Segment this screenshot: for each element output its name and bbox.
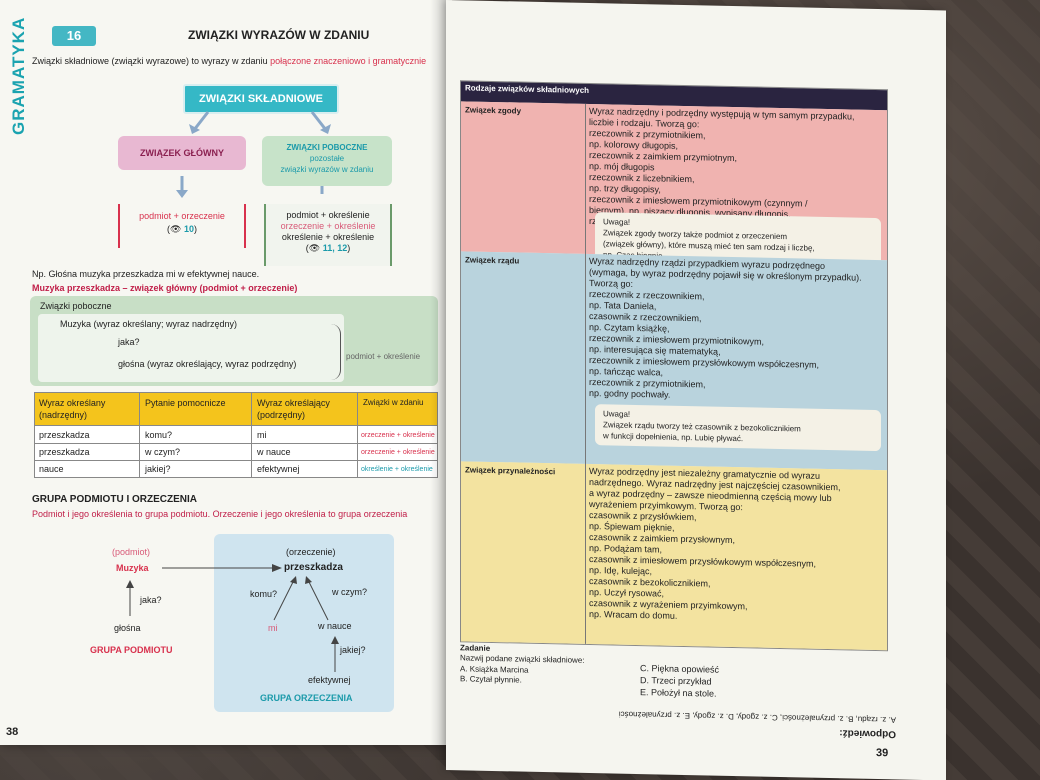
table-header-cell: Wyraz określający (podrzędny) [257,398,330,420]
group-title: GRUPA PODMIOTU I ORZECZENIA [32,494,197,505]
predicate-tag: (orzeczenie) [286,547,336,557]
question-2: komu? [250,589,278,599]
question-4: jakiej? [340,645,366,655]
side-links-inner: Muzyka (wyraz określany; wyraz nadrzędny… [38,314,344,382]
answers-text: A. z. rządu, B. z. przynależności, C. z.… [618,709,896,725]
main-formula-ref: (👁 10) [167,224,197,234]
side-links-box: ZWIĄZKI POBOCZNE pozostałe związki wyraz… [262,136,392,186]
word-4: efektywnej [308,675,351,685]
table-header-cell: Pytanie pomocnicze [145,398,226,408]
main-ref-number: 10 [183,224,194,234]
syntactic-links-box: ZWIĄZKI SKŁADNIOWE [183,84,339,114]
side-ref-number: 11, 12 [322,243,348,253]
section-content: Wyraz nadrzędny rządzi przypadkiem wyraz… [589,256,862,405]
table-cell: w czym? [145,447,181,457]
bracket [330,324,341,380]
section-agreement: Związek zgody Wyraz nadrzędny i podrzędn… [461,101,887,271]
table-cell: orzeczenie + określenie [361,449,435,456]
example-sentence: Np. Głośna muzyka przeszkadza mi w efekt… [32,269,260,279]
subject-predicate-arrow [162,564,282,572]
example-main-link: Muzyka przeszkadza – związek główny (pod… [32,283,298,293]
group-text: Podmiot i jego określenia to grupa podmi… [32,509,408,519]
intro-text: Związki składniowe (związki wyrazowe) to… [32,56,268,66]
side-links-line2: jaka? [118,337,140,347]
question-1: jaka? [140,595,162,605]
link-types-table: Rodzaje związków składniowych Związek zg… [460,80,888,652]
table-header [35,393,437,425]
section-label: Związek zgody [465,105,522,116]
intro-line: Związki składniowe (związki wyrazowe) to… [32,55,426,67]
predicate-group-panel [214,534,394,712]
side-formula-2: orzeczenie + określenie [280,221,376,231]
section-content: Wyraz podrzędny jest niezależny gramatyc… [589,466,841,625]
side-label: GRAMATYKA [8,16,30,142]
subject-question-arrow [126,580,134,616]
word-3: w nauce [318,621,352,631]
main-link-formula: podmiot + orzeczenie (👁 10) [118,204,246,248]
side-label-text: GRAMATYKA [9,16,28,135]
table-cell: mi [257,430,267,440]
side-links-formula: podmiot + określenie orzeczenie + określ… [264,204,392,266]
table-cell: w nauce [257,447,291,457]
section-label: Związek rządu [465,255,520,266]
intro-highlight: połączone znaczeniowo i gramatycznie [270,56,427,66]
table-cell: orzeczenie + określenie [361,432,435,439]
table-cell: efektywnej [257,464,300,474]
table-cell: jakiej? [145,464,171,474]
side-links-line1: Muzyka (wyraz określany; wyraz nadrzędny… [60,319,238,329]
bracket-label: podmiot + określenie [346,352,421,361]
section-government: Związek rządu Wyraz nadrzędny rządzi prz… [461,251,887,471]
table-header-cell: Wyraz określany (nadrzędny) [39,398,106,420]
side-links-sub2: związki wyrazów w zdaniu [280,165,374,174]
side-formula-1: podmiot + określenie [286,210,370,220]
eye-icon: 👁 [308,243,321,253]
table-header-cell: Związki w zdaniu [363,398,424,407]
word-1: głośna [114,623,141,633]
predicate-word: przeszkadza [284,562,343,573]
left-page-number: 38 [6,726,19,738]
section-adjunction: Związek przynależności Wyraz podrzędny j… [461,461,887,651]
table-cell: przeszkadza [39,447,90,457]
section-label: Związek przynależności [465,465,556,477]
side-formula-3: określenie + określenie [281,232,375,242]
right-page-number: 39 [876,747,889,760]
subject-group-label: GRUPA PODMIOTU [90,645,173,655]
eye-icon: 👁 [170,224,182,234]
note-box: Uwaga!Związek rządu tworzy też czasownik… [595,404,881,452]
table-cell: nauce [39,464,64,474]
side-links-title: ZWIĄZKI POBOCZNE [286,143,368,152]
side-links-panel: Związki poboczne Muzyka (wyraz określany… [30,296,438,386]
answers-block-upside-down: Odpowiedź: A. z. rządu, B. z. przynależn… [556,696,896,740]
section-number-badge: 16 [52,26,96,46]
subject-tag: (podmiot) [112,547,151,557]
table-cell: komu? [145,430,173,440]
page-title: ZWIĄZKI WYRAZÓW W ZDANIU [188,28,370,42]
main-link-box: ZWIĄZEK GŁÓWNY [118,136,246,170]
diagram-arrows-top [189,111,331,134]
right-page: Rodzaje związków składniowych Związek zg… [446,0,946,780]
answers-label: Odpowiedź: [839,727,896,740]
question-3: w czym? [332,587,368,597]
main-formula-text: podmiot + orzeczenie [139,211,225,221]
task-item: B. Czytał płynnie. [460,674,522,685]
subject-word: Muzyka [116,563,149,573]
table-cell: przeszkadza [39,430,90,440]
predicate-group-label: GRUPA ORZECZENIA [260,693,353,703]
side-links-sub1: pozostałe [309,154,345,163]
table-cell: określenie + określenie [361,466,433,473]
links-table: Wyraz określany (nadrzędny) Pytanie pomo… [34,392,438,478]
word-2: mi [268,623,278,633]
word3-question-arrow [331,636,339,672]
side-links-panel-title: Związki poboczne [40,301,112,311]
predicate-question-arrows [273,576,329,621]
diagram-arrows-mid [176,176,324,198]
left-page: GRAMATYKA 16 ZWIĄZKI WYRAZÓW W ZDANIU Zw… [0,0,452,745]
side-formula-ref: (👁 11, 12) [305,243,351,253]
side-links-line3: głośna (wyraz określający, wyraz podrzęd… [118,359,297,369]
